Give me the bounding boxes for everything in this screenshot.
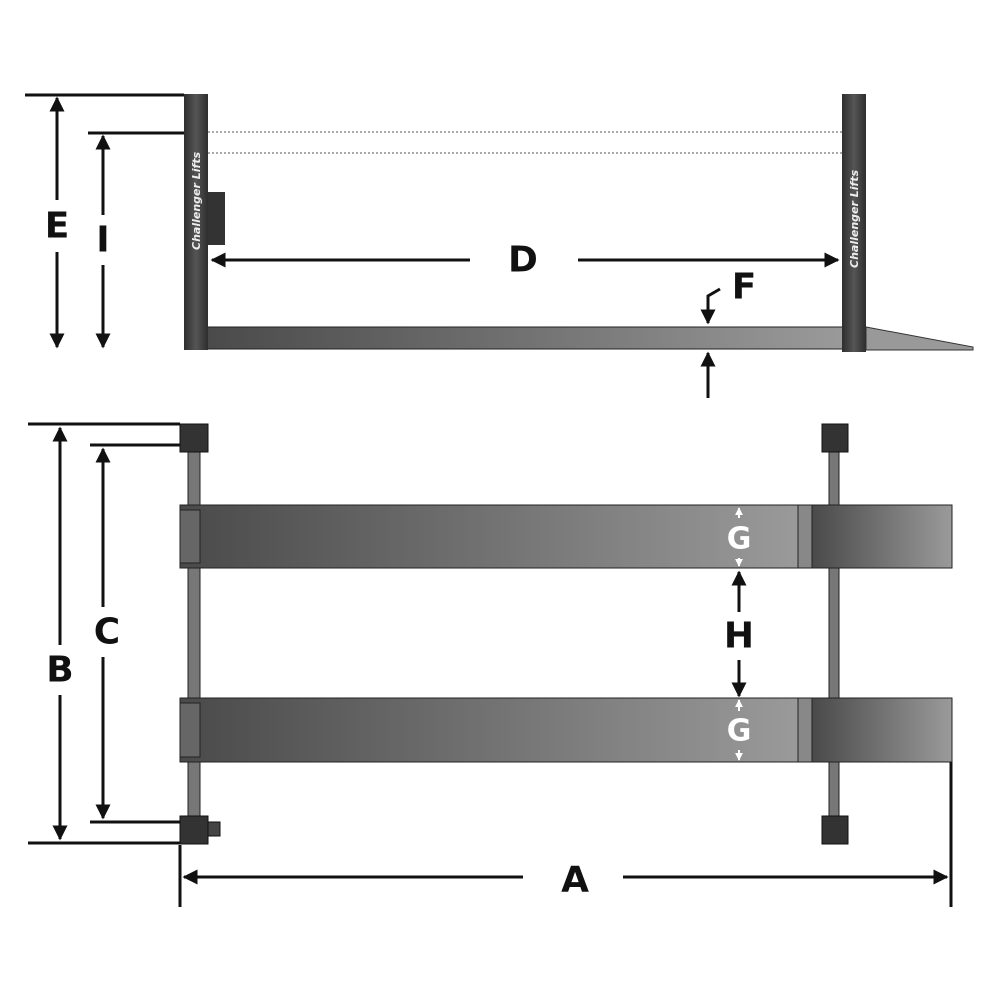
label-i: I (96, 220, 109, 261)
power-unit (207, 821, 221, 837)
brand-logo-right: Challenger Lifts (848, 169, 861, 268)
cylinder (208, 192, 225, 245)
post-bottom-left (179, 815, 209, 845)
label-g-bottom: G (727, 714, 752, 749)
dim-f-arrow-top (700, 287, 721, 325)
runway-bottom (179, 697, 953, 763)
label-c: C (94, 612, 120, 653)
post-top-left (179, 423, 209, 453)
post-top-right (821, 423, 849, 453)
left-post (184, 94, 208, 350)
label-g-top: G (727, 522, 752, 557)
label-f: F (732, 267, 757, 308)
label-d: D (508, 240, 538, 281)
runway-top (179, 504, 953, 569)
post-bottom-right (821, 815, 849, 845)
approach-ramp (865, 326, 974, 351)
label-a: A (561, 860, 589, 901)
brand-logo-left: Challenger Lifts (190, 151, 203, 250)
label-h: H (724, 616, 754, 657)
plan-view: G G H B C A (28, 422, 953, 907)
label-e: E (45, 206, 70, 247)
runway-side (205, 326, 845, 350)
right-post (842, 94, 866, 352)
elevation-view: Challenger Lifts Challenger Lifts E I D … (25, 93, 974, 398)
label-b: B (46, 650, 73, 691)
